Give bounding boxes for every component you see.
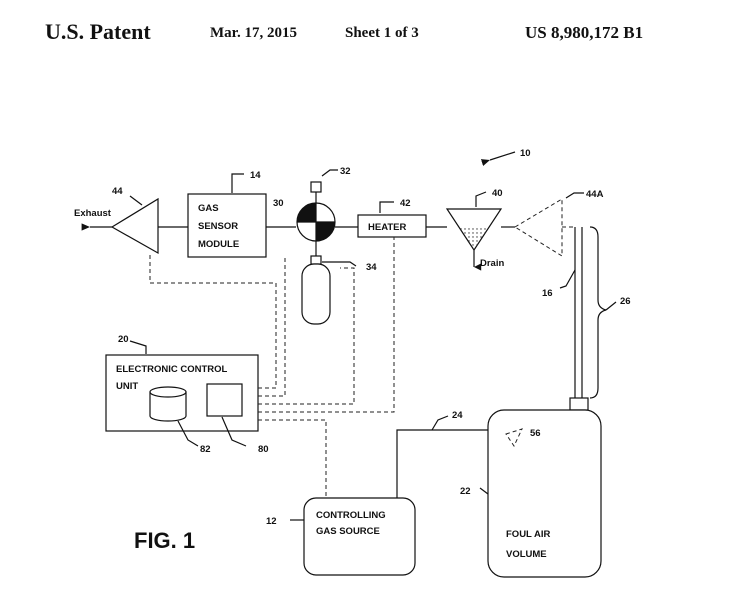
- exhaust-funnel-44: [110, 197, 159, 255]
- ref-34: 34: [366, 262, 377, 273]
- gas-sensor-label-3: MODULE: [198, 239, 239, 250]
- alt-nozzle-56: [505, 428, 523, 448]
- control-line-sensor: [258, 257, 286, 397]
- ref-34-leader: [322, 261, 357, 267]
- ref-30: 30: [273, 198, 284, 209]
- ref-44a-leader: [565, 192, 584, 199]
- drain-label: Drain: [480, 258, 504, 269]
- ecu-label-1: ELECTRONIC CONTROL: [116, 364, 228, 375]
- ref-56: 56: [530, 428, 541, 439]
- ref-22: 22: [460, 486, 471, 497]
- patent-header-date: Mar. 17, 2015: [210, 25, 297, 41]
- ref-14-leader: [231, 173, 244, 193]
- memory-82: [149, 392, 187, 422]
- ecu-label-2: UNIT: [116, 381, 138, 392]
- sensor-32: [310, 181, 322, 193]
- ref-24: 24: [452, 410, 463, 421]
- cylinder-neck: [310, 255, 322, 265]
- gas-sensor-label-2: SENSOR: [198, 221, 238, 232]
- ref-10: 10: [520, 148, 531, 159]
- brace-26: [589, 226, 607, 399]
- ref-82: 82: [200, 444, 211, 455]
- gas-sensor-label-1: GAS: [198, 203, 219, 214]
- pipe-24: [396, 429, 488, 498]
- ref-44: 44: [112, 186, 123, 197]
- ref-10-arrow: [480, 151, 516, 166]
- ref-82-leader: [177, 420, 199, 447]
- controlling-gas-source-12: [303, 497, 416, 576]
- ref-22-leader: [479, 487, 489, 495]
- ref-42: 42: [400, 198, 411, 209]
- exhaust-label: Exhaust: [74, 208, 112, 219]
- ref-44a: 44A: [586, 189, 604, 200]
- ref-80-leader: [221, 416, 247, 447]
- foul-air-port: [569, 397, 589, 411]
- cgs-label-2: GAS SOURCE: [316, 526, 380, 537]
- ref-42-leader: [379, 201, 394, 213]
- valve-30-quadrant-a: [297, 203, 316, 222]
- memory-82-top: [149, 386, 187, 398]
- ref-32: 32: [340, 166, 351, 177]
- processor-80: [206, 383, 243, 417]
- ref-16: 16: [542, 288, 553, 299]
- heater-42: [357, 214, 427, 238]
- ref-26-leader: [605, 301, 617, 311]
- ref-80: 80: [258, 444, 269, 455]
- control-line-cylinder: [258, 267, 355, 405]
- ref-32-leader: [321, 169, 338, 177]
- alt-exhaust-funnel-44a: [514, 198, 563, 257]
- ref-16-leader: [559, 269, 576, 289]
- ref-24-leader: [431, 415, 449, 431]
- valve-30-quadrant-b: [316, 222, 335, 241]
- control-line-gas-source: [258, 419, 327, 498]
- foul-air-label-1: FOUL AIR: [506, 529, 550, 540]
- ref-20-leader: [129, 340, 147, 354]
- control-line-funnel-44: [149, 253, 277, 389]
- drain-trap-fill: [458, 226, 490, 250]
- ref-26: 26: [620, 296, 631, 307]
- foul-air-label-2: VOLUME: [506, 549, 547, 560]
- heater-label: HEATER: [368, 222, 406, 233]
- ref-14: 14: [250, 170, 261, 181]
- figure-title: FIG. 1: [134, 528, 195, 553]
- ref-40: 40: [492, 188, 503, 199]
- control-line-heater: [258, 237, 395, 413]
- cgs-label-1: CONTROLLING: [316, 510, 386, 521]
- ref-44-leader: [129, 195, 143, 206]
- gas-cylinder-34: [301, 263, 331, 325]
- patent-header-sheet: Sheet 1 of 3: [345, 25, 419, 41]
- ref-12: 12: [266, 516, 277, 527]
- patent-header-title: U.S. Patent: [45, 19, 151, 44]
- ref-40-leader: [475, 191, 487, 207]
- patent-header-number: US 8,980,172 B1: [525, 23, 644, 42]
- gas-sensor-module: [187, 193, 267, 258]
- ref-20: 20: [118, 334, 129, 345]
